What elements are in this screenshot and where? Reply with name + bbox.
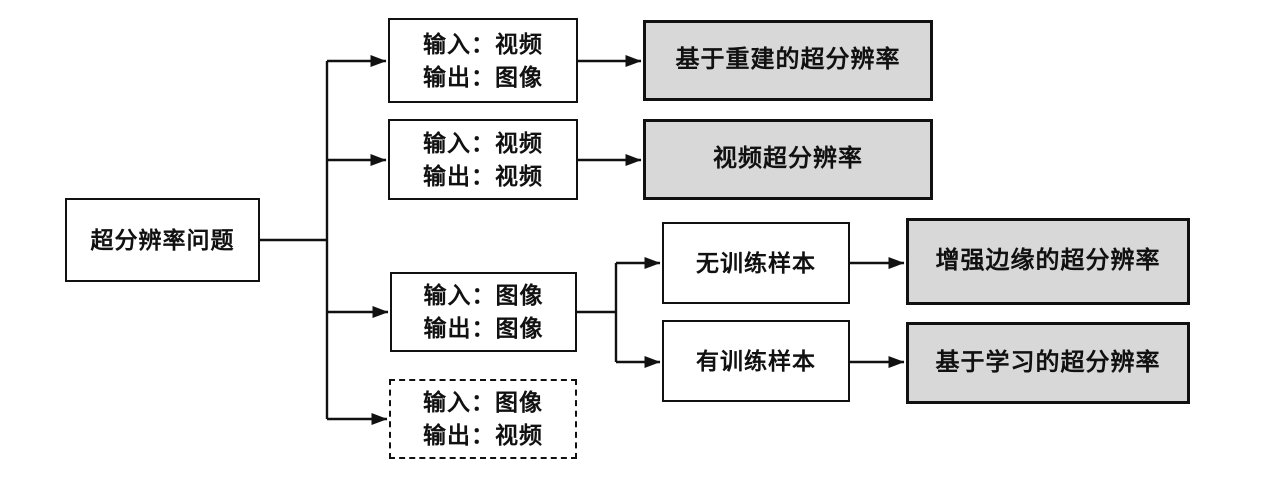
node-input-video-output-video: 输入：视频 输出：视频 xyxy=(388,119,578,200)
node-line2: 输出：视频 xyxy=(423,423,543,448)
node-super-resolution-problem: 超分辨率问题 xyxy=(65,198,260,282)
node-no-training-samples: 无训练样本 xyxy=(662,222,850,304)
node-reconstruction-based-sr: 基于重建的超分辨率 xyxy=(643,20,933,101)
node-learning-based-sr: 基于学习的超分辨率 xyxy=(906,322,1190,404)
node-line2: 输出：图像 xyxy=(423,316,544,341)
node-label: 超分辨率问题 xyxy=(90,227,235,253)
node-label: 增强边缘的超分辨率 xyxy=(935,248,1161,274)
node-label: 基于学习的超分辨率 xyxy=(935,349,1161,376)
node-line2: 输出：视频 xyxy=(423,163,543,189)
node-line1: 输入：图像 xyxy=(423,283,544,308)
node-line1: 输入：视频 xyxy=(423,130,543,156)
node-label: 基于重建的超分辨率 xyxy=(675,47,901,73)
node-video-sr: 视频超分辨率 xyxy=(643,119,933,200)
node-input-image-output-image: 输入：图像 输出：图像 xyxy=(390,272,577,352)
node-edge-enhanced-sr: 增强边缘的超分辨率 xyxy=(906,218,1190,305)
node-label: 视频超分辨率 xyxy=(713,146,863,172)
node-with-training-samples: 有训练样本 xyxy=(662,320,850,402)
node-label: 有训练样本 xyxy=(696,348,816,374)
node-line1: 输入：视频 xyxy=(423,31,543,57)
node-input-video-output-image: 输入：视频 输出：图像 xyxy=(388,18,578,103)
node-line1: 输入：图像 xyxy=(423,390,543,415)
node-line2: 输出：图像 xyxy=(423,64,543,90)
node-input-image-output-video-dashed: 输入：图像 输出：视频 xyxy=(389,379,577,459)
node-label: 无训练样本 xyxy=(696,250,816,276)
